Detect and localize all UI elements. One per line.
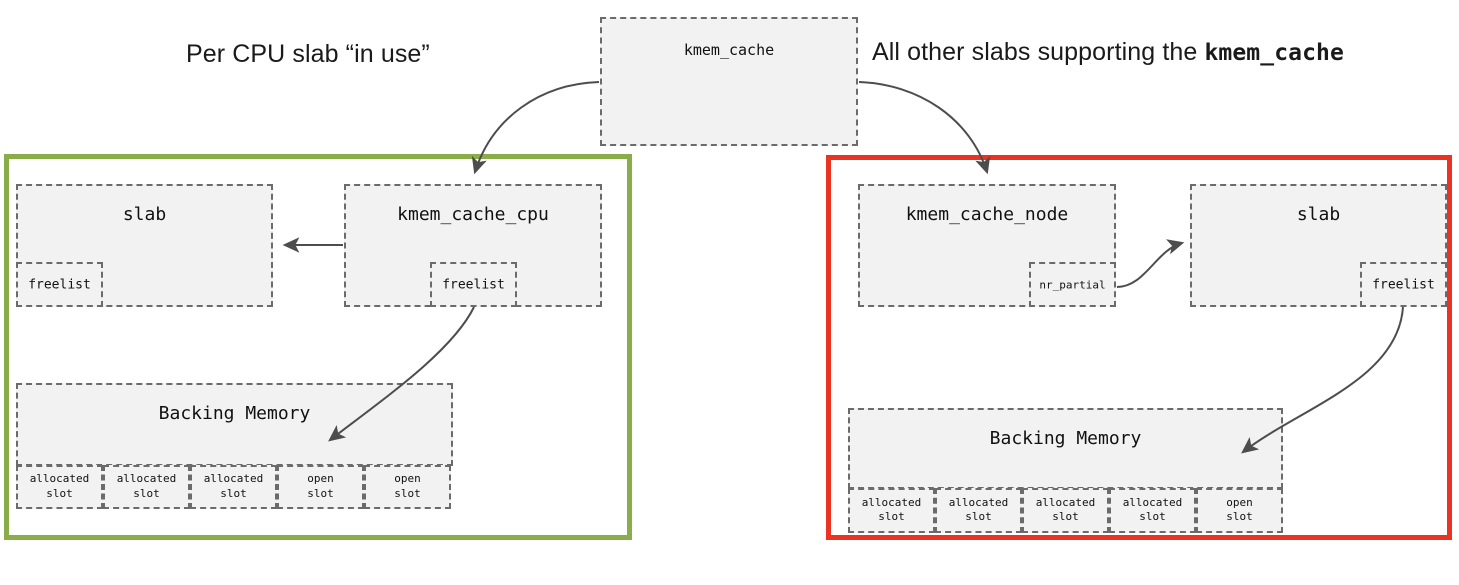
kmem-cache-label: kmem_cache xyxy=(683,41,775,59)
left-slot-4: open slot xyxy=(364,465,451,509)
slot-line2: slot xyxy=(133,487,160,500)
right-slot-3: allocated slot xyxy=(1109,488,1196,533)
kmem-cache-cpu-freelist-box: freelist xyxy=(430,262,517,307)
slot-line1: allocated xyxy=(1122,495,1183,509)
left-slot-1-label: allocated slot xyxy=(105,472,188,502)
slot-line1: allocated xyxy=(203,472,264,486)
slot-line2: slot xyxy=(1226,510,1253,524)
other-slabs-panel xyxy=(826,155,1452,540)
slot-line1: allocated xyxy=(29,472,90,486)
left-slot-1: allocated slot xyxy=(103,465,190,509)
slot-line2: slot xyxy=(1052,510,1079,524)
right-section-title-mono: kmem_cache xyxy=(1204,40,1344,66)
slot-line1: open xyxy=(307,472,334,486)
left-slab-label: slab xyxy=(122,204,167,225)
slot-line1: open xyxy=(1226,495,1253,509)
slot-line1: allocated xyxy=(1035,495,1096,509)
right-slot-1: allocated slot xyxy=(935,488,1022,533)
slot-line1: allocated xyxy=(116,472,177,486)
right-backing-memory-label: Backing Memory xyxy=(989,428,1142,449)
right-slot-0: allocated slot xyxy=(848,488,935,533)
left-backing-memory-label: Backing Memory xyxy=(158,403,311,424)
left-section-title-text: Per CPU slab “in use” xyxy=(186,40,430,68)
right-slot-1-label: allocated slot xyxy=(937,496,1020,526)
left-slot-2-label: allocated slot xyxy=(192,472,275,502)
kmem-cache-cpu-label: kmem_cache_cpu xyxy=(397,204,549,225)
right-slab-label: slab xyxy=(1296,204,1341,225)
right-section-title-prefix: All other slabs supporting the xyxy=(872,38,1205,66)
slot-line2: slot xyxy=(394,487,421,500)
slot-line2: slot xyxy=(46,487,73,500)
left-slot-0: allocated slot xyxy=(16,465,103,509)
left-backing-memory-box: Backing Memory xyxy=(16,383,453,466)
right-slot-0-label: allocated slot xyxy=(850,496,933,526)
slot-line2: slot xyxy=(965,510,992,524)
slot-line1: allocated xyxy=(861,495,922,509)
right-slot-4-label: open slot xyxy=(1198,496,1281,526)
left-slot-3: open slot xyxy=(277,465,364,509)
right-slab-freelist-box: freelist xyxy=(1360,262,1447,307)
left-slot-2: allocated slot xyxy=(190,465,277,509)
slot-line2: slot xyxy=(307,487,334,500)
left-section-title: Per CPU slab “in use” xyxy=(186,40,430,69)
kmem-cache-node-label: kmem_cache_node xyxy=(905,204,1069,225)
per-cpu-slab-panel xyxy=(4,154,632,540)
nr-partial-label: nr_partial xyxy=(1039,278,1106,291)
left-slab-freelist-label: freelist xyxy=(28,277,91,292)
right-slab-freelist-label: freelist xyxy=(1372,277,1435,292)
left-slot-4-label: open slot xyxy=(366,472,449,502)
right-slot-3-label: allocated slot xyxy=(1111,496,1194,526)
right-section-title: All other slabs supporting the kmem_cach… xyxy=(872,38,1344,67)
left-slot-3-label: open slot xyxy=(279,472,362,502)
right-slot-4: open slot xyxy=(1196,488,1283,533)
slot-line2: slot xyxy=(878,510,905,524)
slot-line2: slot xyxy=(1139,510,1166,524)
kmem-cache-cpu-freelist-label: freelist xyxy=(442,277,505,292)
slot-line2: slot xyxy=(220,487,247,500)
slot-line1: allocated xyxy=(948,495,1009,509)
nr-partial-box: nr_partial xyxy=(1029,262,1116,307)
right-slot-2-label: allocated slot xyxy=(1024,496,1107,526)
left-slab-freelist-box: freelist xyxy=(16,262,103,307)
kmem-cache-box: kmem_cache xyxy=(600,17,858,146)
right-backing-memory-box: Backing Memory xyxy=(848,408,1283,489)
left-slot-0-label: allocated slot xyxy=(18,472,101,502)
slot-line1: open xyxy=(394,472,421,486)
right-slot-2: allocated slot xyxy=(1022,488,1109,533)
